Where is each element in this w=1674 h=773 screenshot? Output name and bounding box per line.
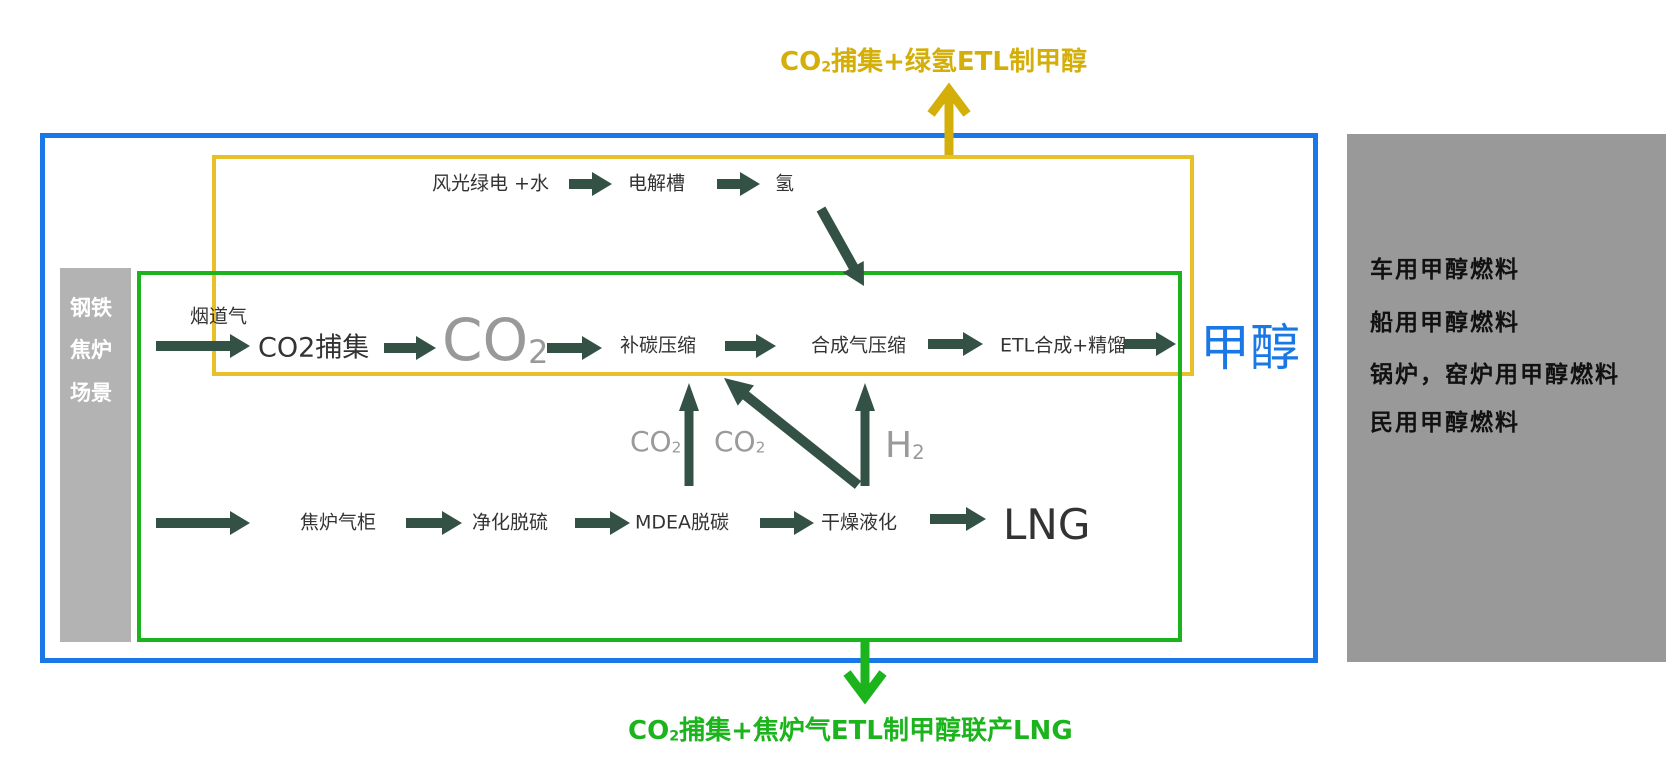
node-drying-liquefaction: 干燥液化 (821, 511, 898, 534)
label-flue-gas: 烟道气 (190, 305, 248, 328)
node-co2-capture: CO2捕集 (258, 332, 370, 364)
node-renewable-power-water: 风光绿电 +水 (432, 172, 549, 195)
arrow-to-drying (760, 511, 814, 535)
arrow-flue-gas (156, 334, 250, 358)
application-item: 锅炉，窑炉用甲醇燃料 (1370, 362, 1620, 388)
green-route-output-arrow (843, 642, 887, 705)
coke-oven-gas-route-title: CO2捕集+焦炉气ETL制甲醇联产LNG (628, 716, 1073, 746)
applications-panel: 车用甲醇燃料 船用甲醇燃料 锅炉，窑炉用甲醇燃料 民用甲醇燃料 (1347, 134, 1666, 662)
node-electrolyzer: 电解槽 (628, 172, 686, 195)
node-hydrogen: 氢 (775, 172, 795, 195)
scenario-label-panel: 钢铁 焦炉 场景 (60, 268, 131, 642)
arrow-to-etl (928, 332, 983, 356)
label-co2-b: CO2 (714, 425, 766, 458)
arrow-to-carbon-compression (547, 336, 602, 360)
application-item: 民用甲醇燃料 (1370, 410, 1520, 436)
scenario-label-line: 场景 (70, 381, 112, 405)
application-item: 车用甲醇燃料 (1370, 257, 1520, 283)
arrow-to-desulfurization (406, 511, 462, 535)
application-item: 船用甲醇燃料 (1370, 310, 1520, 336)
green-hydrogen-route-title: CO2捕集+绿氢ETL制甲醇 (780, 47, 1087, 77)
arrow-coke-oven-gas (156, 511, 250, 535)
arrow-to-hydrogen (717, 172, 760, 196)
yellow-route-output-arrow (927, 82, 971, 155)
arrow-to-methanol (1124, 332, 1176, 356)
node-desulfurization: 净化脱硫 (472, 511, 549, 534)
product-methanol: 甲醇 (1200, 319, 1300, 377)
arrow-to-co2 (384, 336, 436, 360)
arrow-to-lng (930, 507, 986, 531)
label-h2: H2 (885, 425, 925, 466)
methanol-scenario-frame (40, 133, 1318, 663)
scenario-label-line: 钢铁 (70, 296, 112, 320)
arrow-to-mdea (575, 511, 630, 535)
node-lng: LNG (1003, 500, 1091, 549)
node-mdea-decarbonization: MDEA脱碳 (635, 511, 730, 534)
arrow-to-syngas-compression (725, 334, 776, 358)
arrow-co2-up (679, 383, 699, 486)
green-hydrogen-route-frame (212, 155, 1194, 376)
node-gas-holder: 焦炉气柜 (300, 511, 377, 534)
coke-oven-gas-route-frame (137, 271, 1182, 642)
node-co2: CO2 (442, 305, 549, 374)
arrow-hydrogen-to-syngas (816, 206, 864, 286)
node-carbon-compression: 补碳压缩 (620, 334, 697, 357)
scenario-label-line: 焦炉 (70, 338, 112, 362)
arrow-h2-up (855, 383, 875, 486)
arrow-co2-diagonal (724, 378, 862, 489)
node-syngas-compression: 合成气压缩 (811, 334, 907, 357)
label-co2-a: CO2 (630, 425, 682, 458)
node-etl-synthesis: ETL合成+精馏 (1000, 334, 1127, 357)
arrow-to-electrolyzer (569, 172, 612, 196)
